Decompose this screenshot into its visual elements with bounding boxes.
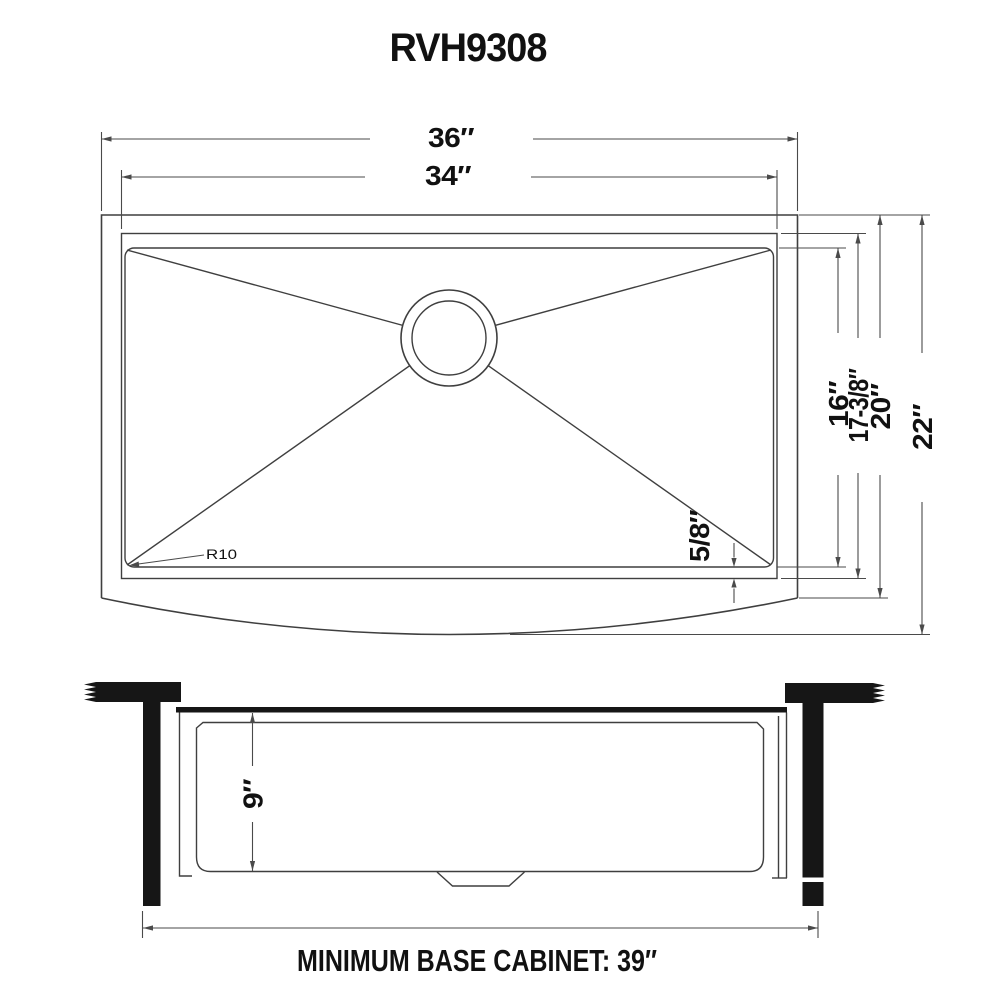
arrowhead [855, 233, 861, 244]
arrowhead [919, 624, 925, 635]
arrowhead [101, 136, 112, 142]
sink-rim-edge [120, 232, 778, 580]
front-view [84, 682, 885, 906]
arrowhead [808, 925, 818, 931]
countertop-left [84, 682, 181, 702]
cabinet-leg-right-joint [801, 877, 825, 882]
dimension-22: 22″ [510, 215, 938, 636]
arrowhead [249, 713, 256, 723]
arrowhead [249, 861, 256, 871]
sink-top-rim [176, 707, 787, 713]
countertop-right [785, 683, 885, 703]
dim-label-36: 36″ [428, 122, 474, 153]
dim-label-16: 16″ [823, 381, 854, 427]
radius-label: R10 [206, 546, 237, 562]
dim-label-22: 22″ [907, 404, 938, 450]
sink-outer-edge [100, 214, 799, 598]
bowl-edge [124, 247, 775, 568]
dimension-20: 20″ [799, 214, 930, 599]
arrowhead [143, 925, 153, 931]
arrowhead [835, 248, 841, 258]
apron-edge-left [178, 712, 192, 877]
dim-label-20: 20″ [865, 383, 896, 429]
drain-cross-line [448, 249, 772, 339]
arrowhead [787, 136, 798, 142]
dim-label-34: 34″ [425, 160, 471, 191]
arrowhead [731, 558, 737, 567]
dimension-17-3-8: 17-3/8″ [781, 232, 874, 580]
dim-label-5-8: 5/8″ [684, 510, 715, 562]
arrowhead [121, 174, 132, 180]
drain-bump [436, 871, 525, 887]
cabinet-leg-left [143, 702, 161, 906]
dimension-39 [141, 911, 819, 938]
dim-label-9: 9″ [238, 779, 269, 809]
minimum-base-cabinet-note: MINIMUM BASE CABINET: 39″ [297, 943, 657, 978]
arrowhead [877, 215, 883, 225]
dimension-16: 16″ [777, 247, 854, 568]
dimension-9: 9″ [238, 713, 269, 871]
radius-callout: R10 [129, 546, 237, 567]
drain-cross-line [126, 337, 450, 566]
top-view [100, 214, 799, 636]
arrowhead [129, 561, 140, 567]
apron-curve [101, 597, 798, 636]
arrowhead [855, 568, 861, 579]
arrowhead [767, 174, 777, 180]
arrowhead [877, 588, 883, 598]
arrowhead [835, 557, 841, 567]
arrowhead [731, 578, 737, 588]
bowl-front-outline [195, 721, 765, 873]
cabinet-leg-right [802, 703, 824, 906]
drain-cross-line [126, 249, 450, 339]
arrowhead [919, 215, 925, 225]
model-title: RVH9308 [390, 26, 548, 70]
dimension-5-8: 5/8″ [684, 510, 737, 603]
dimension-36: 36″ [100, 122, 799, 211]
drain-inner-circle [411, 300, 487, 376]
leader-line [130, 554, 205, 566]
dimension-34: 34″ [120, 160, 778, 229]
drain-cross-line [448, 337, 772, 566]
dim-label-17-3-8: 17-3/8″ [843, 368, 874, 442]
